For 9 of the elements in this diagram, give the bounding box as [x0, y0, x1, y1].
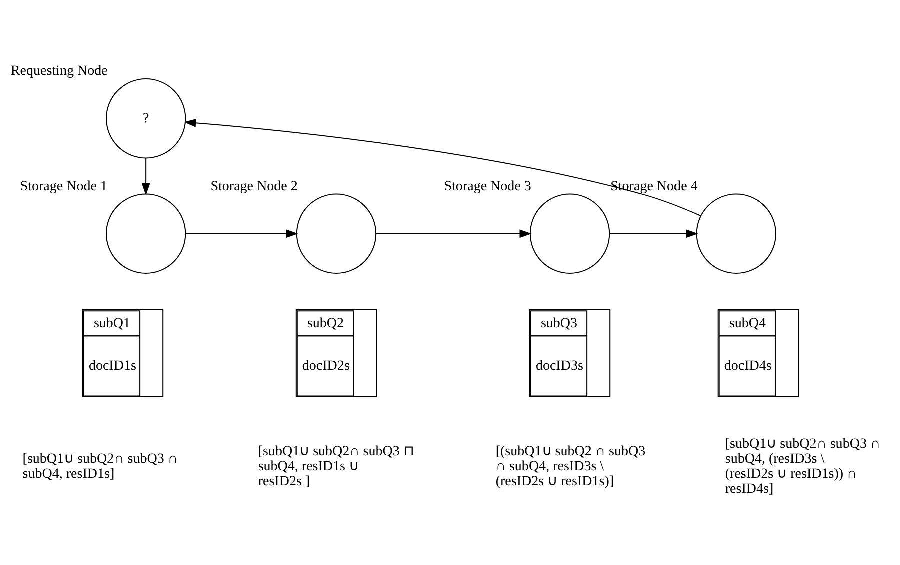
- node-label: [subQ1∪ subQ2∩ subQ3 ∩ subQ4, (resID3s \ (resID2s ∪ resID1s)) ∩ resID4s]: [725, 436, 881, 498]
- node-label: Storage Node 1: [20, 178, 108, 194]
- node-label: Requesting Node: [10, 63, 108, 80]
- node-label: [(subQ1∪ subQ2 ∩ subQ3 ∩ subQ4, resID3s \ (resID2s ∪ resID1s)]: [496, 444, 646, 490]
- node-label: Storage Node 4: [610, 178, 698, 194]
- node-label: [subQ1∪ subQ2∩ subQ3 ⊓ subQ4, resID1s ∪ resID2s ]: [258, 444, 414, 490]
- node-label: Storage Node 3: [444, 178, 532, 194]
- node-label: [subQ1∪ subQ2∩ subQ3 ∩ subQ4, resID1s]: [22, 451, 178, 482]
- node-label: Storage Node 2: [210, 178, 298, 194]
